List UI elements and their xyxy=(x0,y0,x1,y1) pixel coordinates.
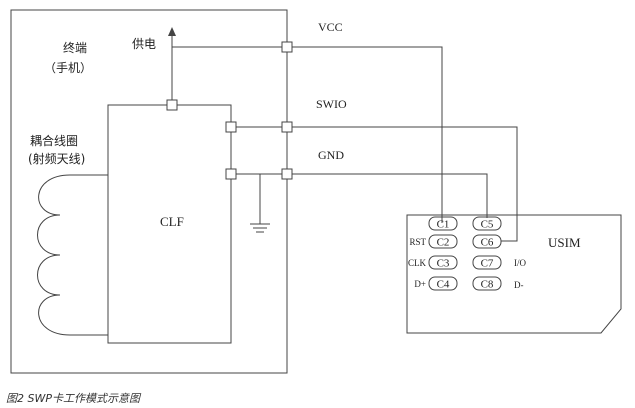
pin-label-dminus: D- xyxy=(514,280,524,290)
terminal-label-line2: （手机） xyxy=(44,61,92,75)
gnd-label: GND xyxy=(318,148,344,162)
vcc-label: VCC xyxy=(318,20,343,34)
contact-c4-label: C4 xyxy=(437,279,450,291)
clf-label: CLF xyxy=(160,214,184,229)
pin-label-io: I/O xyxy=(514,258,526,268)
contact-c4: C4 xyxy=(428,276,458,291)
contact-c3-label: C3 xyxy=(437,258,450,270)
contact-c8: C8 xyxy=(472,276,502,291)
contact-c3: C3 xyxy=(428,255,458,270)
contact-c7-label: C7 xyxy=(481,258,494,270)
contact-c6: C6 xyxy=(472,234,502,249)
swio-label: SWIO xyxy=(316,97,347,111)
usim-card xyxy=(406,214,622,334)
gnd-wire xyxy=(231,173,488,218)
contact-c5: C5 xyxy=(472,216,502,231)
vcc-wire xyxy=(172,46,443,223)
pin-label-clk: CLK xyxy=(408,258,427,268)
power-label: 供电 xyxy=(132,37,156,51)
contact-c8-label: C8 xyxy=(481,279,494,291)
usim-label: USIM xyxy=(548,235,581,250)
contact-c2-label: C2 xyxy=(437,237,450,249)
terminal-box xyxy=(10,9,288,374)
contact-c2: C2 xyxy=(428,234,458,249)
vcc-pad xyxy=(281,41,293,53)
power-arrow-icon xyxy=(168,27,176,36)
contact-c7: C7 xyxy=(472,255,502,270)
swio-pad xyxy=(281,121,293,133)
terminal-label-line1: 终端 xyxy=(63,40,87,55)
contact-c1: C1 xyxy=(428,216,458,231)
clf-gnd-pad xyxy=(225,168,237,180)
coil-label-line2: (射频天线) xyxy=(28,151,85,166)
gnd-pad xyxy=(281,168,293,180)
coupling-coil xyxy=(37,174,108,336)
contact-c5-label: C5 xyxy=(481,219,494,231)
pin-label-dplus: D+ xyxy=(414,279,426,289)
contact-c1-label: C1 xyxy=(437,219,450,231)
swio-wire xyxy=(231,126,518,242)
clf-swio-pad xyxy=(225,121,237,133)
clf-power-pad xyxy=(166,99,178,111)
figure-caption: 图2 SWP卡工作模式示意图 xyxy=(6,392,142,405)
coil-label-line1: 耦合线圈 xyxy=(30,133,78,148)
ground-icon xyxy=(250,223,270,233)
pin-label-rst: RST xyxy=(409,237,426,247)
contact-c6-label: C6 xyxy=(481,237,494,249)
